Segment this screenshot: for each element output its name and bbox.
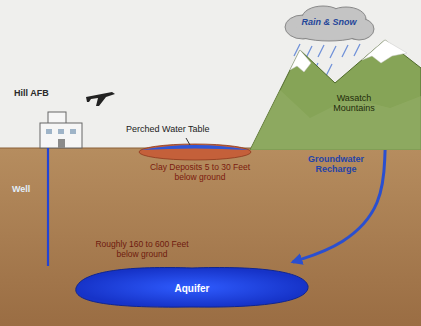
- mountain-range-outline: [250, 38, 421, 150]
- recharge-arrow: [293, 150, 385, 262]
- label-text: Perched Water Table: [126, 124, 236, 134]
- leader-line: [186, 138, 190, 145]
- mountain-shade: [250, 90, 421, 150]
- well-pipe: [47, 148, 49, 266]
- aquifer-body: Aquifer: [72, 262, 312, 310]
- node-text: Wasatch Mountains: [320, 93, 388, 114]
- mountain-shape: [250, 40, 421, 150]
- cloud-shape: [285, 6, 374, 41]
- node-text: Aquifer: [152, 283, 232, 295]
- mountain-range: Wasatch Mountains: [250, 38, 421, 150]
- aquifer-shape: [76, 268, 308, 308]
- snow-cap: [290, 50, 311, 72]
- label-text: Clay Deposits 5 to 30 Feet below ground: [148, 163, 252, 183]
- ground: [0, 148, 421, 326]
- air-base-building: [40, 112, 82, 148]
- label-text: Hill AFB: [14, 88, 74, 98]
- edge-label: Groundwater Recharge: [297, 154, 375, 175]
- rain-cloud: Rain & Snow: [283, 4, 375, 42]
- snow-cap: [362, 40, 407, 63]
- label-text: Roughly 160 to 600 Feet below ground: [92, 240, 192, 260]
- airplane-icon: [86, 92, 115, 106]
- label-text: Well: [12, 184, 42, 194]
- perched-lens: [139, 144, 251, 160]
- node-text: Rain & Snow: [289, 17, 369, 27]
